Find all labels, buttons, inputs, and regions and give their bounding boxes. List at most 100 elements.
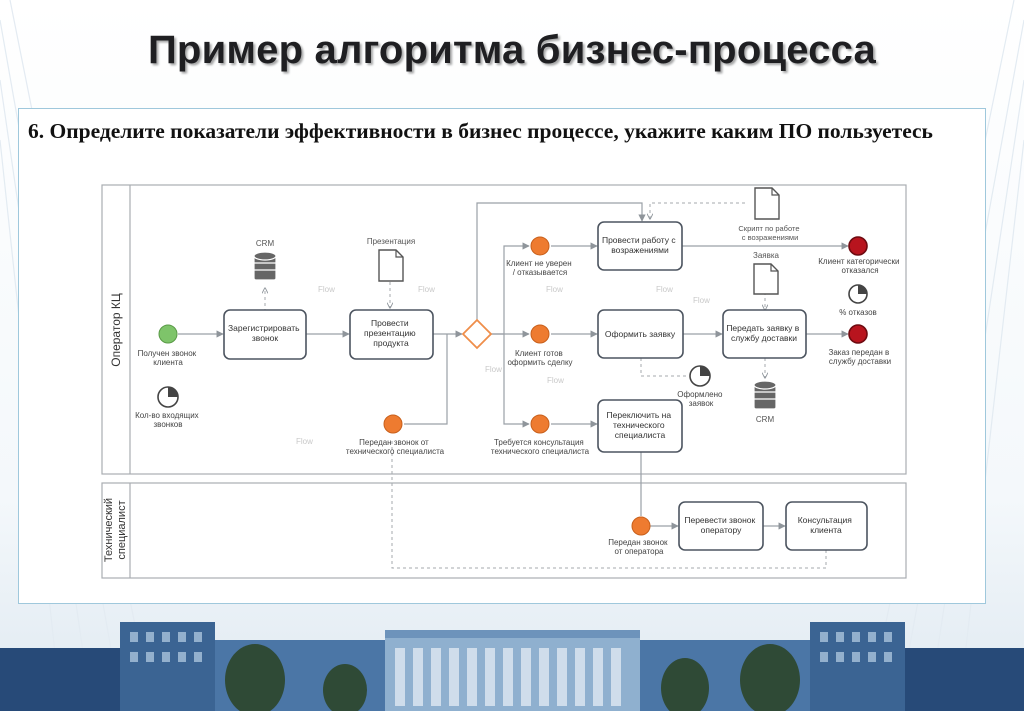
incoming-calls-label-1: Кол-во входящих <box>135 411 199 420</box>
svg-text:Клиент категорически отк: Клиент категорически отказался <box>818 257 901 275</box>
flow-edges <box>178 202 849 530</box>
crm-database-icon: CRM <box>253 239 277 281</box>
client-ready-label-2: оформить сделку <box>507 358 572 367</box>
crm-top-label: CRM <box>256 239 275 248</box>
objections-label-1: Провести работу с <box>602 235 676 245</box>
svg-text:Flow: Flow <box>418 285 435 294</box>
svg-text:Консультация клиента: Консультация клиента <box>798 515 855 535</box>
slide-title: Пример алгоритма бизнес-процесса <box>147 28 876 72</box>
end-event-order-sent: Заказ передан в службу доставки <box>829 324 892 366</box>
crm-database-icon: CRM <box>753 380 777 424</box>
svg-text:Переключить на техническ: Переключить на технического специалиста <box>607 410 674 440</box>
order-sent-label-1: Заказ передан в <box>829 348 890 357</box>
svg-text:Flow: Flow <box>547 376 564 385</box>
kpi-incoming-calls-icon: Кол-во входящих звонков <box>135 386 201 429</box>
task-transfer-delivery <box>722 309 807 359</box>
event-need-consultation: Требуется консультация технического спец… <box>491 414 590 456</box>
kpi-requests-done-icon: Оформлено заявок <box>677 365 724 408</box>
svg-text:Flow: Flow <box>693 296 710 305</box>
client-refused-label-1: Клиент категорически <box>818 257 899 266</box>
lane-operator-label: Оператор КЦ <box>109 293 123 367</box>
building-image <box>0 622 1024 711</box>
lane-technical-label-1: Технический <box>103 498 115 562</box>
call-received-label-1: Получен звонок <box>138 349 197 358</box>
transfer-back-label-2: оператору <box>701 525 742 535</box>
event-from-tech-specialist: Передан звонок от технического специалис… <box>346 414 445 456</box>
switch-tech-label-2: технического <box>613 420 665 430</box>
consultation-label-1: Консультация <box>798 515 853 525</box>
svg-text:Заказ передан в службу д: Заказ передан в службу доставки <box>829 348 892 366</box>
client-refused-label-2: отказался <box>841 266 878 275</box>
crm-bottom-label: CRM <box>756 415 775 424</box>
svg-text:Flow: Flow <box>318 285 335 294</box>
start-event-call-received: Получен звонок клиента <box>138 324 199 367</box>
switch-tech-label-1: Переключить на <box>607 410 672 420</box>
svg-text:Flow: Flow <box>546 285 563 294</box>
transfer-delivery-label-2: службу доставки <box>731 333 797 343</box>
script-label-1: Скрипт по работе <box>738 224 799 233</box>
from-tech-label-1: Передан звонок от <box>359 438 429 447</box>
request-artifact-label: Заявка <box>753 251 780 260</box>
task-presentation <box>349 309 434 360</box>
kpi-refusal-rate-icon: % отказов <box>839 284 877 317</box>
event-from-operator: Передан звонок от оператора <box>608 516 670 556</box>
from-operator-label-2: от оператора <box>614 547 664 556</box>
task-transfer-back <box>678 501 764 551</box>
svg-text:Передан звонок от технич: Передан звонок от технического специалис… <box>346 438 445 456</box>
svg-text:специалист: специалист <box>116 500 128 559</box>
svg-text:Передать заявку в службу: Передать заявку в службу доставки <box>726 323 801 343</box>
exclusive-gateway <box>461 318 493 350</box>
task-register-call <box>223 309 307 360</box>
from-operator-label-1: Передан звонок <box>608 538 668 547</box>
script-document-icon: Скрипт по работе с возражениями <box>738 187 801 242</box>
client-unsure-label-1: Клиент не уверен <box>506 259 572 268</box>
svg-text:Получен звонок клиента: Получен звонок клиента <box>138 349 199 367</box>
presentation-task-label-2: презентацию <box>364 328 416 338</box>
switch-tech-label-3: специалиста <box>615 430 666 440</box>
task-consultation <box>785 501 868 551</box>
svg-text:Перевести звонок операто: Перевести звонок оператору <box>684 515 757 535</box>
association-edges <box>265 202 827 569</box>
script-label-2: с возражениями <box>742 233 799 242</box>
refusal-pct-label: % отказов <box>839 308 877 317</box>
presentation-artifact-label: Презентация <box>367 237 415 246</box>
order-sent-label-2: службу доставки <box>829 357 891 366</box>
requests-done-label-2: заявок <box>689 399 714 408</box>
client-unsure-label-2: / отказывается <box>513 268 568 277</box>
svg-text:Оформлено заявок: Оформлено заявок <box>677 390 724 408</box>
presentation-document-icon: Презентация <box>367 237 415 282</box>
svg-text:Клиент готов оформить сд: Клиент готов оформить сделку <box>507 349 572 367</box>
svg-text:Flow: Flow <box>485 365 502 374</box>
event-client-ready: Клиент готов оформить сделку <box>507 324 573 367</box>
register-call-label-1: Зарегистрировать <box>228 323 300 333</box>
svg-text:Провести презентацию: Провести презентацию продукта <box>364 318 418 348</box>
event-client-unsure: Клиент не уверен / отказывается <box>506 236 574 277</box>
svg-text:Передан звонок от операт: Передан звонок от оператора <box>608 538 670 556</box>
objections-label-2: возражениями <box>611 245 669 255</box>
make-request-label: Оформить заявку <box>605 329 676 339</box>
lane-operator: Оператор КЦ <box>101 184 907 475</box>
transfer-back-label-1: Перевести звонок <box>684 515 755 525</box>
call-received-label-2: клиента <box>153 358 183 367</box>
lane-technical: Технический специалист <box>101 482 907 579</box>
svg-text:Клиент не уверен / отказ: Клиент не уверен / отказывается <box>506 259 574 277</box>
request-document-icon: Заявка <box>753 251 780 295</box>
svg-text:Скрипт по работе с возра: Скрипт по работе с возражениями <box>738 224 801 242</box>
svg-text:Flow: Flow <box>656 285 673 294</box>
lane-technical-label-2: специалист <box>116 500 128 559</box>
client-ready-label-1: Клиент готов <box>515 349 563 358</box>
presentation-task-label-3: продукта <box>373 338 409 348</box>
svg-text:Кол-во входящих звонков: Кол-во входящих звонков <box>135 411 201 429</box>
consultation-label-2: клиента <box>810 525 842 535</box>
svg-text:Требуется консультация т: Требуется консультация технического спец… <box>491 438 590 456</box>
task-description: 6. Определите показатели эффективности в… <box>28 119 933 143</box>
svg-text:Провести работу с возраж: Провести работу с возражениями <box>602 235 678 255</box>
svg-text:Flow: Flow <box>296 437 313 446</box>
task-make-request <box>597 309 684 359</box>
presentation-task-label-1: Провести <box>371 318 409 328</box>
register-call-label-2: звонок <box>252 333 278 343</box>
from-tech-label-2: технического специалиста <box>346 447 445 456</box>
requests-done-label-1: Оформлено <box>677 390 723 399</box>
need-consult-label-2: технического специалиста <box>491 447 590 456</box>
